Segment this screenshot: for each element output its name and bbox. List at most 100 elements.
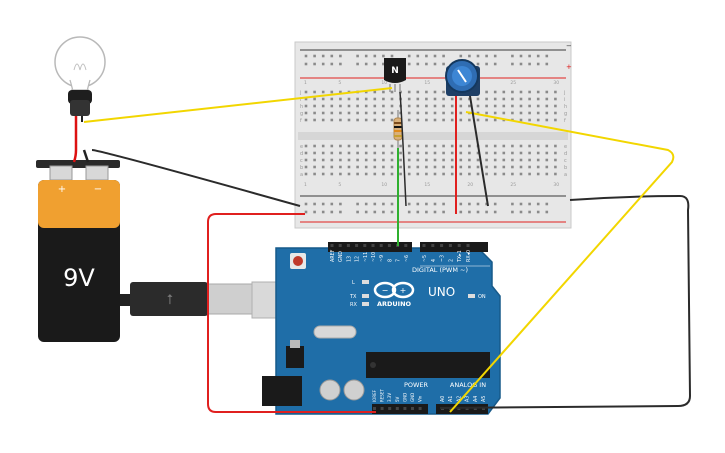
- rail-hole[interactable]: [321, 210, 325, 214]
- breadboard-hole[interactable]: [519, 165, 523, 169]
- breadboard-hole[interactable]: [339, 158, 342, 162]
- rail-hole[interactable]: [373, 210, 377, 214]
- breadboard-hole[interactable]: [459, 111, 463, 115]
- breadboard-hole[interactable]: [407, 90, 411, 94]
- breadboard-hole[interactable]: [339, 118, 342, 122]
- breadboard-hole[interactable]: [330, 151, 334, 155]
- breadboard-hole[interactable]: [468, 158, 471, 162]
- breadboard-hole[interactable]: [425, 165, 428, 169]
- breadboard-hole[interactable]: [554, 118, 557, 122]
- rail-hole[interactable]: [493, 202, 497, 206]
- rail-hole[interactable]: [321, 54, 325, 58]
- battery-9v[interactable]: + − 9V: [36, 160, 120, 342]
- breadboard-hole[interactable]: [382, 172, 385, 176]
- breadboard-hole[interactable]: [382, 97, 385, 101]
- breadboard-hole[interactable]: [485, 144, 488, 148]
- breadboard-hole[interactable]: [502, 97, 506, 101]
- breadboard-hole[interactable]: [313, 104, 316, 108]
- breadboard-hole[interactable]: [321, 158, 325, 162]
- breadboard-hole[interactable]: [502, 111, 506, 115]
- digital-pin[interactable]: [387, 244, 391, 247]
- digital-pin[interactable]: [355, 244, 359, 247]
- breadboard-hole[interactable]: [407, 97, 411, 101]
- rail-hole[interactable]: [330, 210, 334, 214]
- breadboard-hole[interactable]: [442, 104, 445, 108]
- breadboard-hole[interactable]: [502, 90, 506, 94]
- breadboard-hole[interactable]: [373, 118, 377, 122]
- rail-hole[interactable]: [485, 54, 488, 58]
- digital-pin[interactable]: [330, 244, 334, 247]
- breadboard-hole[interactable]: [364, 97, 368, 101]
- rail-hole[interactable]: [339, 62, 342, 66]
- power-pin[interactable]: [388, 407, 392, 410]
- breadboard-hole[interactable]: [330, 172, 334, 176]
- breadboard-hole[interactable]: [459, 97, 463, 101]
- breadboard-hole[interactable]: [382, 118, 385, 122]
- breadboard-hole[interactable]: [407, 144, 411, 148]
- breadboard-hole[interactable]: [519, 97, 523, 101]
- rail-hole[interactable]: [433, 210, 437, 214]
- breadboard-hole[interactable]: [425, 172, 428, 176]
- breadboard-hole[interactable]: [450, 144, 454, 148]
- breadboard-hole[interactable]: [433, 90, 437, 94]
- breadboard-hole[interactable]: [407, 172, 411, 176]
- breadboard-hole[interactable]: [502, 172, 506, 176]
- breadboard-hole[interactable]: [511, 144, 514, 148]
- breadboard-hole[interactable]: [459, 158, 463, 162]
- breadboard-hole[interactable]: [502, 144, 506, 148]
- wire-yellow-bulb-to-transistor[interactable]: [83, 87, 393, 123]
- breadboard-hole[interactable]: [450, 172, 454, 176]
- breadboard-hole[interactable]: [321, 144, 325, 148]
- breadboard-hole[interactable]: [416, 90, 420, 94]
- breadboard-hole[interactable]: [407, 151, 411, 155]
- breadboard-hole[interactable]: [339, 151, 342, 155]
- breadboard-hole[interactable]: [442, 144, 445, 148]
- breadboard-hole[interactable]: [493, 111, 497, 115]
- breadboard-hole[interactable]: [304, 90, 308, 94]
- breadboard-hole[interactable]: [545, 97, 549, 101]
- breadboard-hole[interactable]: [373, 90, 377, 94]
- rail-hole[interactable]: [528, 62, 531, 66]
- rail-hole[interactable]: [390, 210, 394, 214]
- breadboard-hole[interactable]: [442, 118, 445, 122]
- breadboard-hole[interactable]: [382, 165, 385, 169]
- breadboard-hole[interactable]: [304, 172, 308, 176]
- breadboard-hole[interactable]: [545, 165, 549, 169]
- rail-hole[interactable]: [519, 210, 523, 214]
- breadboard-hole[interactable]: [433, 151, 437, 155]
- breadboard-hole[interactable]: [450, 118, 454, 122]
- breadboard-hole[interactable]: [364, 172, 368, 176]
- breadboard-hole[interactable]: [545, 144, 549, 148]
- digital-pin[interactable]: [379, 244, 383, 247]
- breadboard-hole[interactable]: [364, 104, 368, 108]
- breadboard-hole[interactable]: [330, 165, 334, 169]
- breadboard-hole[interactable]: [476, 104, 480, 108]
- breadboard-hole[interactable]: [476, 151, 480, 155]
- breadboard-hole[interactable]: [339, 165, 342, 169]
- breadboard-hole[interactable]: [407, 118, 411, 122]
- breadboard-hole[interactable]: [390, 165, 394, 169]
- power-pin[interactable]: [395, 407, 399, 410]
- rail-hole[interactable]: [425, 210, 428, 214]
- breadboard-hole[interactable]: [399, 144, 402, 148]
- breadboard-hole[interactable]: [313, 111, 316, 115]
- breadboard-hole[interactable]: [382, 151, 385, 155]
- wire-red-5v-to-rail[interactable]: [207, 213, 376, 413]
- breadboard-hole[interactable]: [356, 97, 359, 101]
- breadboard-hole[interactable]: [519, 158, 523, 162]
- rail-hole[interactable]: [442, 210, 445, 214]
- breadboard-hole[interactable]: [425, 104, 428, 108]
- breadboard-hole[interactable]: [373, 104, 377, 108]
- rail-hole[interactable]: [485, 210, 488, 214]
- breadboard-hole[interactable]: [545, 104, 549, 108]
- breadboard-hole[interactable]: [485, 97, 488, 101]
- rail-hole[interactable]: [468, 54, 471, 58]
- breadboard-hole[interactable]: [373, 151, 377, 155]
- breadboard-hole[interactable]: [416, 165, 420, 169]
- rail-hole[interactable]: [528, 54, 531, 58]
- breadboard-hole[interactable]: [485, 104, 488, 108]
- breadboard-hole[interactable]: [356, 118, 359, 122]
- breadboard-hole[interactable]: [373, 165, 377, 169]
- breadboard-hole[interactable]: [536, 118, 540, 122]
- breadboard-hole[interactable]: [468, 165, 471, 169]
